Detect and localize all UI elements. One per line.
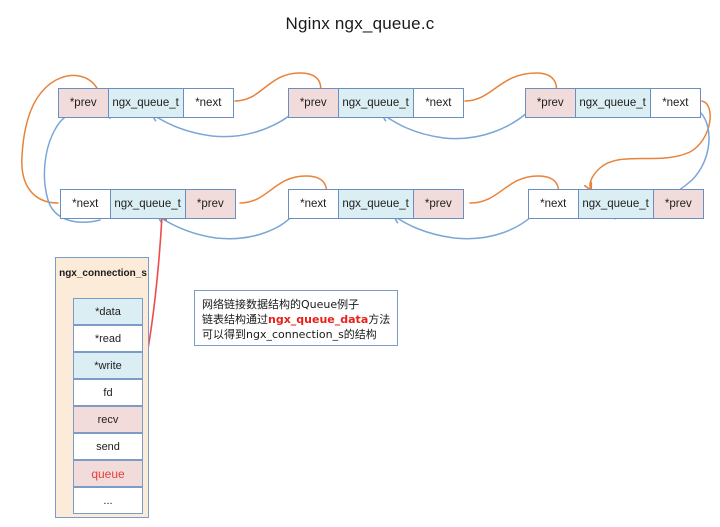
- node-field-next: *next: [289, 190, 339, 218]
- node-field-type: ngx_queue_t: [338, 190, 414, 218]
- annotation-line-2-post: 方法: [368, 313, 391, 326]
- queue-node-top-3[interactable]: *prev ngx_queue_t *next: [525, 88, 701, 118]
- struct-field-read[interactable]: *read: [73, 325, 143, 352]
- node-field-prev: *prev: [289, 89, 339, 117]
- struct-title: ngx_connection_s: [59, 268, 147, 279]
- node-field-type: ngx_queue_t: [110, 190, 186, 218]
- struct-field-queue[interactable]: queue: [73, 460, 143, 487]
- node-field-type: ngx_queue_t: [108, 89, 184, 117]
- annotation-line-2: 链表结构通过ngx_queue_data方法: [202, 312, 397, 327]
- node-field-next: *next: [183, 89, 233, 117]
- annotation-line-3: 可以得到ngx_connection_s的结构: [202, 328, 377, 341]
- queue-node-bottom-2[interactable]: *next ngx_queue_t *prev: [288, 189, 464, 219]
- node-field-prev: *prev: [413, 190, 463, 218]
- queue-node-top-2[interactable]: *prev ngx_queue_t *next: [288, 88, 464, 118]
- annotation-box: 网络链接数据结构的Queue例子 链表结构通过ngx_queue_data方法 …: [194, 290, 398, 346]
- queue-node-top-1[interactable]: *prev ngx_queue_t *next: [58, 88, 234, 118]
- struct-field-send[interactable]: send: [73, 433, 143, 460]
- ngx-connection-struct[interactable]: ngx_connection_s *data *read *write fd r…: [55, 257, 149, 518]
- struct-field-recv[interactable]: recv: [73, 406, 143, 433]
- node-field-type: ngx_queue_t: [338, 89, 414, 117]
- node-field-prev: *prev: [185, 190, 235, 218]
- node-field-next: *next: [529, 190, 579, 218]
- page-title: Nginx ngx_queue.c: [285, 14, 435, 33]
- queue-node-bottom-3[interactable]: *next ngx_queue_t *prev: [528, 189, 704, 219]
- node-field-next: *next: [413, 89, 463, 117]
- struct-field-write[interactable]: *write: [73, 352, 143, 379]
- node-field-type: ngx_queue_t: [575, 89, 651, 117]
- node-field-next: *next: [650, 89, 700, 117]
- node-field-type: ngx_queue_t: [578, 190, 654, 218]
- node-field-next: *next: [61, 190, 111, 218]
- annotation-line-1: 网络链接数据结构的Queue例子: [202, 298, 360, 311]
- annotation-emphasis-ngx-queue-data: ngx_queue_data: [268, 313, 369, 326]
- queue-node-bottom-1[interactable]: *next ngx_queue_t *prev: [60, 189, 236, 219]
- struct-field-data[interactable]: *data: [73, 298, 143, 325]
- struct-field-fd[interactable]: fd: [73, 379, 143, 406]
- node-field-prev: *prev: [59, 89, 109, 117]
- node-field-prev: *prev: [653, 190, 703, 218]
- annotation-line-2-pre: 链表结构通过: [202, 313, 268, 326]
- node-field-prev: *prev: [526, 89, 576, 117]
- struct-field-ellipsis[interactable]: ...: [73, 487, 143, 514]
